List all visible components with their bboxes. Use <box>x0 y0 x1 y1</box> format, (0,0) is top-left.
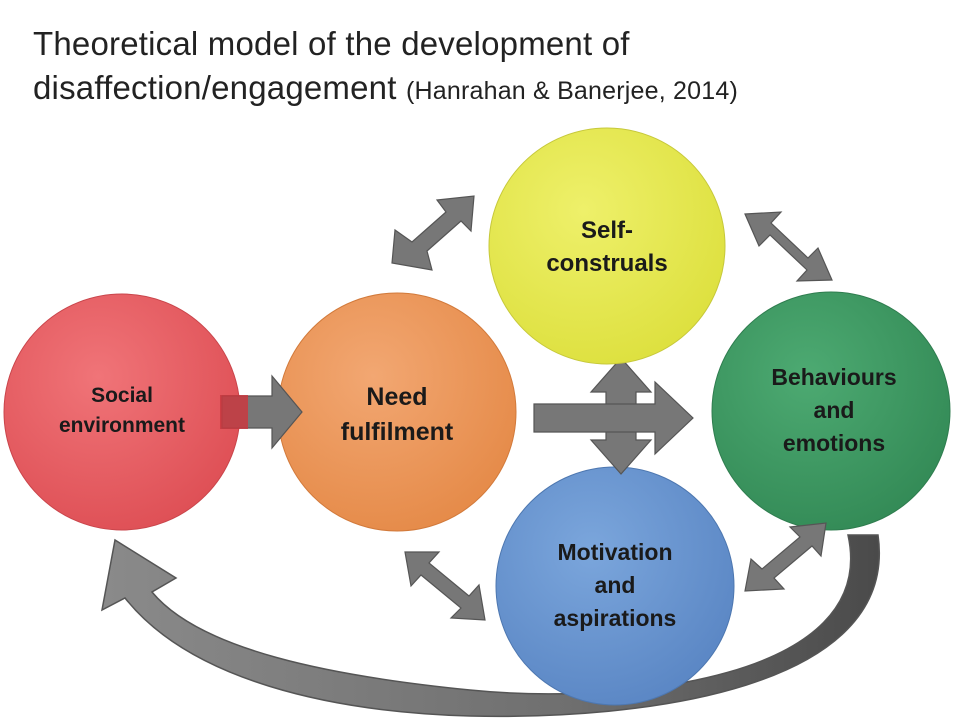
label-line: aspirations <box>554 605 677 631</box>
label-line: Motivation <box>558 539 673 565</box>
arrow-need-self <box>391 195 475 271</box>
diagram-title: Theoretical model of the development of … <box>33 22 933 113</box>
label-line: construals <box>546 250 667 277</box>
label-line: fulfilment <box>341 418 454 446</box>
node-behaviours-emotions <box>711 291 951 531</box>
label-line: Social <box>91 384 153 407</box>
node-social-environment <box>3 293 241 531</box>
node-need-fulfilment <box>277 292 517 532</box>
arrow-need-to-behaviours <box>533 380 694 456</box>
label-line: environment <box>59 414 185 437</box>
title-main: disaffection/engagement <box>33 69 397 106</box>
label-line: Self- <box>581 217 633 244</box>
overlap-marker <box>220 395 248 429</box>
label-line: Need <box>366 383 427 411</box>
title-citation: (Hanrahan & Banerjee, 2014) <box>405 77 738 105</box>
label-self-construals: Self- construals <box>546 217 667 277</box>
title-line-2: disaffection/engagement (Hanrahan & Bane… <box>33 66 933 113</box>
feedback-curved-arrow <box>100 534 881 718</box>
label-line: and <box>814 397 855 423</box>
arrow-need-motivation <box>404 551 486 621</box>
label-motivation-aspirations: Motivation and aspirations <box>554 539 677 631</box>
title-line-1: Theoretical model of the development of <box>33 25 630 62</box>
label-need-fulfilment: Need fulfilment <box>341 383 454 446</box>
label-line: emotions <box>783 430 885 456</box>
label-line: Behaviours <box>771 364 896 390</box>
arrow-self-behaviours <box>744 211 833 282</box>
label-line: and <box>595 572 636 598</box>
node-self-construals <box>488 127 726 365</box>
arrow-motivation-behaviours <box>744 522 827 592</box>
label-behaviours-emotions: Behaviours and emotions <box>771 364 896 456</box>
label-social-environment: Social environment <box>59 384 185 437</box>
